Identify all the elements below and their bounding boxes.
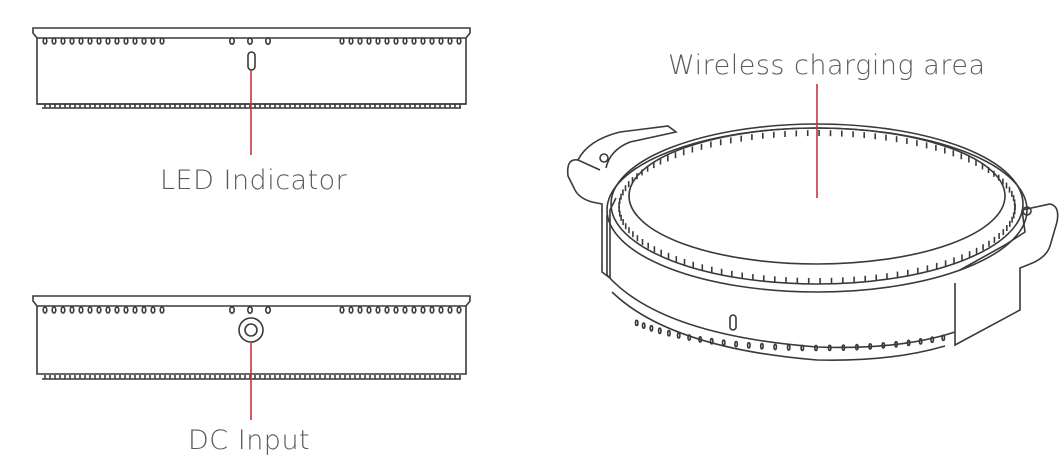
- side-view-top-rim: [32, 295, 471, 307]
- vent-row-upper: [42, 36, 462, 45]
- side-view-top-rim: [32, 27, 471, 39]
- right-bracket: [954, 203, 1059, 347]
- rim-vent-ring: [618, 130, 1016, 284]
- dc-input-port-inner: [244, 323, 258, 337]
- wireless-charging-area-label: Wireless charging area: [668, 50, 986, 81]
- led-indicator-window: [247, 51, 256, 71]
- dc-input-port-outer: [238, 317, 264, 343]
- left-bracket: [566, 159, 617, 280]
- vent-row-upper: [42, 305, 462, 314]
- vent-row-lower: [44, 104, 461, 108]
- led-indicator-label: LED Indicator: [160, 165, 348, 196]
- led-window-perspective: [729, 314, 737, 331]
- vent-row-lower: [44, 375, 461, 379]
- side-view-dc: [32, 295, 471, 380]
- dc-input-label: DC Input: [188, 425, 311, 456]
- side-view-led: [32, 27, 471, 109]
- perspective-view: [566, 123, 1059, 362]
- leader-lines: [250, 70, 818, 420]
- mount-hole-left: [599, 153, 609, 163]
- body-vent-row: [634, 319, 946, 352]
